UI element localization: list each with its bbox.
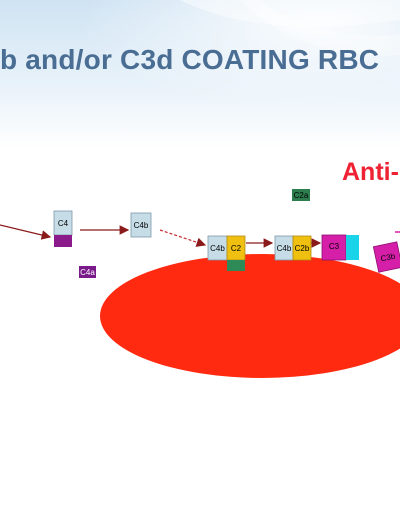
c3-label: C3	[329, 242, 340, 251]
c4b-c2b-complex: C4b C2b	[274, 235, 312, 261]
slide-title: b and/or C3d COATING RBC	[0, 44, 380, 75]
c3b-label: C3b	[380, 251, 397, 263]
c4a-fragment: C4a	[79, 266, 96, 278]
c4-label: C4	[58, 219, 69, 228]
c4b-c2b-label-1: C4b	[277, 244, 292, 253]
c4a-label: C4a	[80, 268, 95, 277]
c4-molecule: C4	[53, 210, 73, 247]
c2a-label: C2a	[294, 191, 309, 200]
c3-molecule: C3	[321, 234, 359, 261]
c4b-molecule: C4b	[130, 212, 152, 238]
c4b-c2-complex: C4b C2	[207, 235, 246, 271]
sky-background	[0, 0, 400, 150]
c3b-molecule: C3b	[372, 241, 400, 273]
c4b-c2-label-2: C2	[231, 244, 242, 253]
anti-label: Anti-	[342, 158, 399, 186]
arrow-to-c4	[0, 224, 52, 240]
c4b-label: C4b	[134, 221, 149, 230]
c2a-fragment: C2a	[292, 189, 310, 201]
dashed-arrow-c4b-to-c4b2	[159, 229, 207, 247]
c4b-c2b-label-2: C2b	[295, 244, 310, 253]
red-blood-cell	[100, 254, 400, 378]
c4b-c2-label-1: C4b	[210, 244, 225, 253]
